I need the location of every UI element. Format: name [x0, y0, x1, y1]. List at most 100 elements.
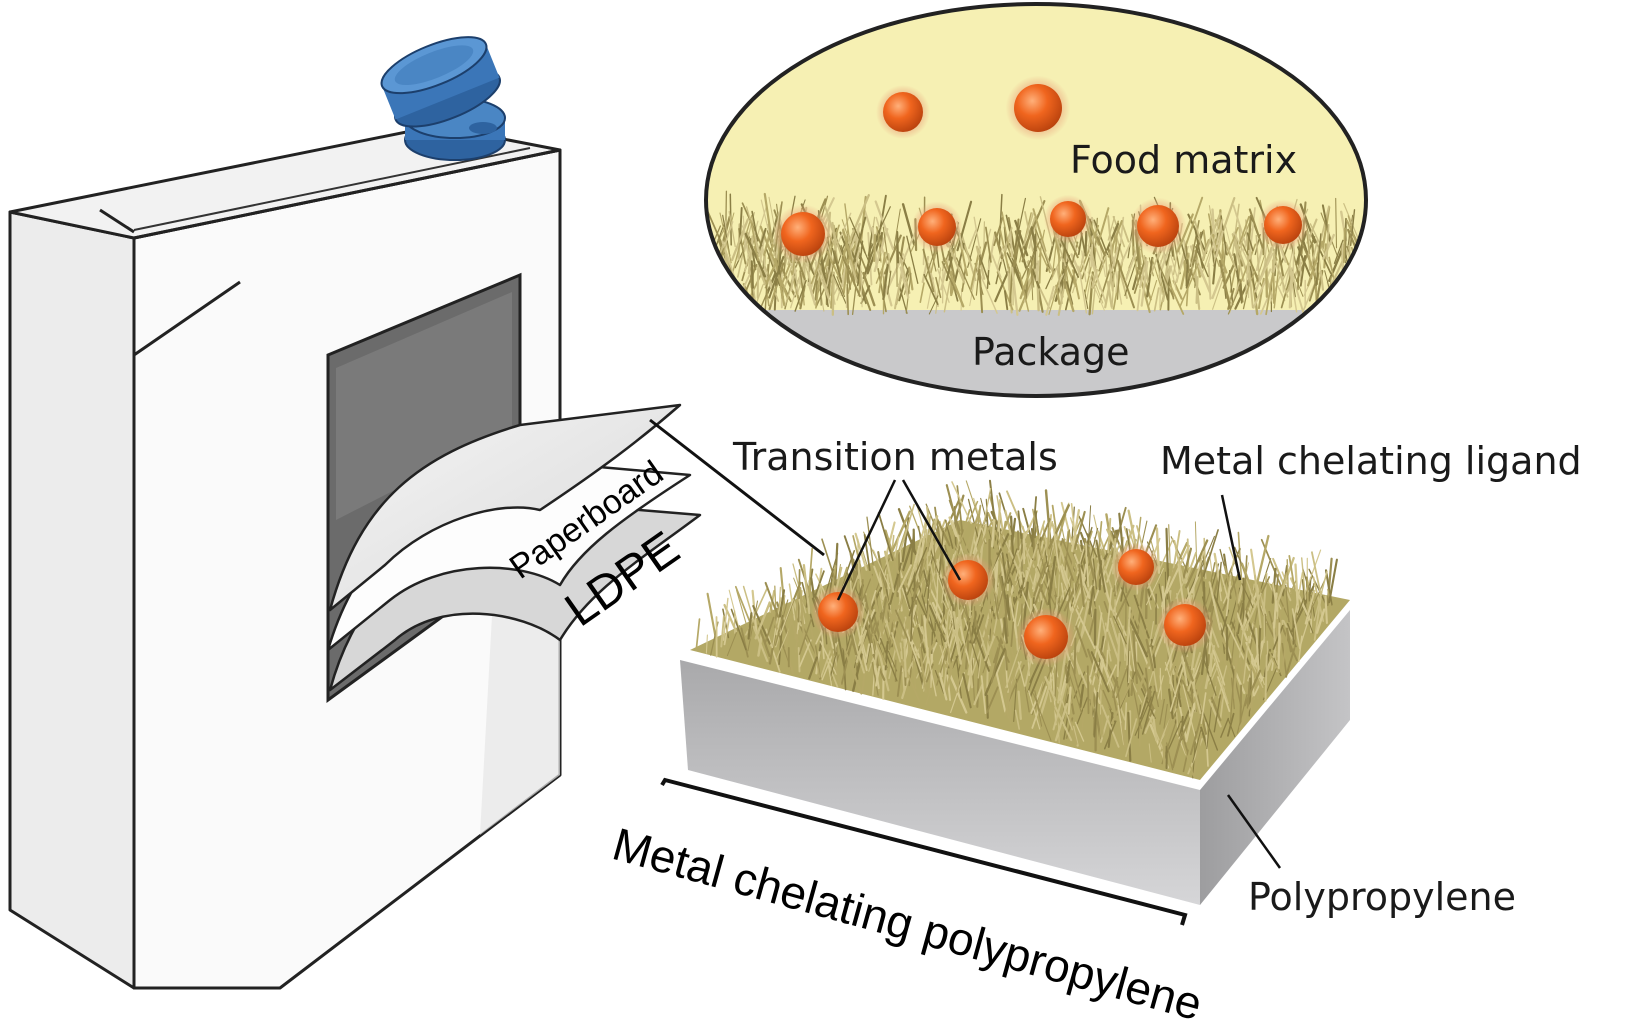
ligand-fiber	[1288, 555, 1296, 590]
ligand-fiber	[1037, 673, 1046, 704]
ligand-fiber	[1002, 548, 1018, 593]
ligand-fiber	[1065, 660, 1071, 684]
ligand-fiber	[855, 629, 867, 663]
ligand-fiber	[1132, 610, 1147, 640]
ligand-fiber	[1170, 254, 1178, 278]
ligand-fiber	[901, 539, 914, 572]
ligand-fiber	[706, 245, 710, 270]
ligand-fiber	[705, 634, 708, 654]
ligand-fiber	[948, 516, 958, 538]
ligand-fiber	[878, 251, 886, 294]
ligand-fiber	[770, 285, 778, 306]
ligand-fiber	[991, 512, 1012, 562]
ligand-fiber	[1208, 581, 1222, 631]
ligand-fiber	[969, 263, 978, 307]
ligand-fiber	[856, 240, 864, 287]
ligand-fiber	[1206, 701, 1213, 750]
ligand-fiber	[923, 273, 939, 306]
ligand-fiber	[889, 562, 902, 605]
ligand-fiber	[1256, 534, 1270, 584]
ligand-fiber	[823, 224, 840, 273]
ligand-fiber	[1019, 577, 1026, 599]
ligand-fiber	[1116, 259, 1135, 309]
ligand-fiber	[1372, 248, 1381, 296]
ligand-fiber	[1272, 557, 1292, 602]
ligand-fiber	[972, 528, 982, 555]
ligand-fiber	[996, 568, 1010, 613]
ligand-fiber	[910, 532, 915, 565]
ligand-fiber	[1300, 557, 1307, 600]
ligand-fiber	[754, 601, 771, 640]
ligand-fiber	[1290, 243, 1300, 276]
ligand-fiber	[882, 264, 889, 301]
ligand-fiber	[745, 206, 762, 256]
ligand-fiber	[777, 274, 790, 300]
transition-metal-particles	[773, 75, 1309, 667]
metal-ion-sphere-icon	[1014, 84, 1062, 132]
ligand-fiber	[893, 208, 901, 250]
ligand-fiber	[1024, 686, 1030, 713]
ligand-fiber	[996, 245, 1004, 269]
ligand-fiber	[1161, 265, 1172, 303]
ligand-fiber	[1079, 683, 1085, 709]
ligand-fiber	[831, 271, 835, 316]
ligand-fiber	[1288, 267, 1294, 309]
ligand-fiber	[1185, 196, 1204, 246]
ligand-fiber	[826, 250, 836, 287]
ligand-fiber	[1009, 230, 1014, 259]
ligand-fiber	[794, 629, 800, 653]
ligand-fiber	[1074, 721, 1085, 742]
ligand-fiber	[1076, 696, 1089, 725]
ligand-fiber	[977, 652, 983, 679]
slab-ligand-fibers	[695, 479, 1338, 779]
ligand-fiber	[1030, 255, 1035, 288]
ligand-fiber	[1033, 693, 1052, 741]
ligand-fiber	[910, 596, 914, 642]
ligand-fiber	[887, 253, 891, 273]
ligand-fiber	[1004, 509, 1012, 536]
ligand-fiber	[1255, 234, 1261, 284]
ligand-fiber	[794, 590, 799, 640]
ligand-fiber	[975, 254, 981, 296]
ligand-fiber	[849, 222, 861, 251]
ligand-fiber	[1221, 234, 1227, 288]
metal-ion-sphere-icon	[1050, 201, 1086, 237]
ligand-fiber	[1315, 233, 1322, 286]
ligand-fiber	[941, 258, 944, 304]
ligand-fiber	[1056, 686, 1073, 731]
ligand-fiber	[858, 271, 862, 294]
ligand-fiber	[1162, 743, 1166, 766]
ligand-fiber	[829, 652, 837, 679]
ligand-fiber	[982, 487, 992, 528]
ligand-fiber	[983, 635, 996, 662]
ligand-fiber	[1106, 222, 1120, 251]
slab-side-face	[1200, 610, 1350, 905]
ligand-fiber	[1093, 563, 1100, 587]
ligand-fiber	[1067, 649, 1079, 678]
ligand-fiber	[933, 544, 937, 574]
ligand-fiber	[1098, 549, 1111, 580]
ligand-fiber	[1324, 595, 1328, 624]
ligand-fiber	[976, 602, 993, 651]
ligand-fiber	[1220, 717, 1230, 738]
ligand-fiber	[836, 276, 846, 298]
ligand-fiber	[784, 269, 798, 307]
ligand-fiber	[740, 627, 749, 658]
ligand-fiber	[1153, 685, 1160, 708]
ligand-fiber	[1098, 620, 1109, 672]
ligand-fiber	[1184, 551, 1197, 584]
ligand-fiber	[1103, 720, 1117, 750]
ligand-fiber	[1246, 215, 1252, 257]
ligand-fiber	[955, 655, 962, 699]
ligand-fiber	[818, 263, 831, 298]
ligand-fiber	[1017, 510, 1023, 540]
ligand-fiber	[986, 694, 989, 719]
ligand-fiber	[695, 618, 701, 651]
ligand-fiber	[1238, 232, 1245, 262]
ligand-fiber	[1271, 582, 1279, 612]
ligand-fiber	[1241, 650, 1248, 677]
ligand-fiber	[1265, 277, 1274, 299]
ligand-fiber	[923, 512, 929, 540]
ligand-fiber	[1268, 651, 1280, 674]
ligand-fiber	[1212, 277, 1224, 310]
